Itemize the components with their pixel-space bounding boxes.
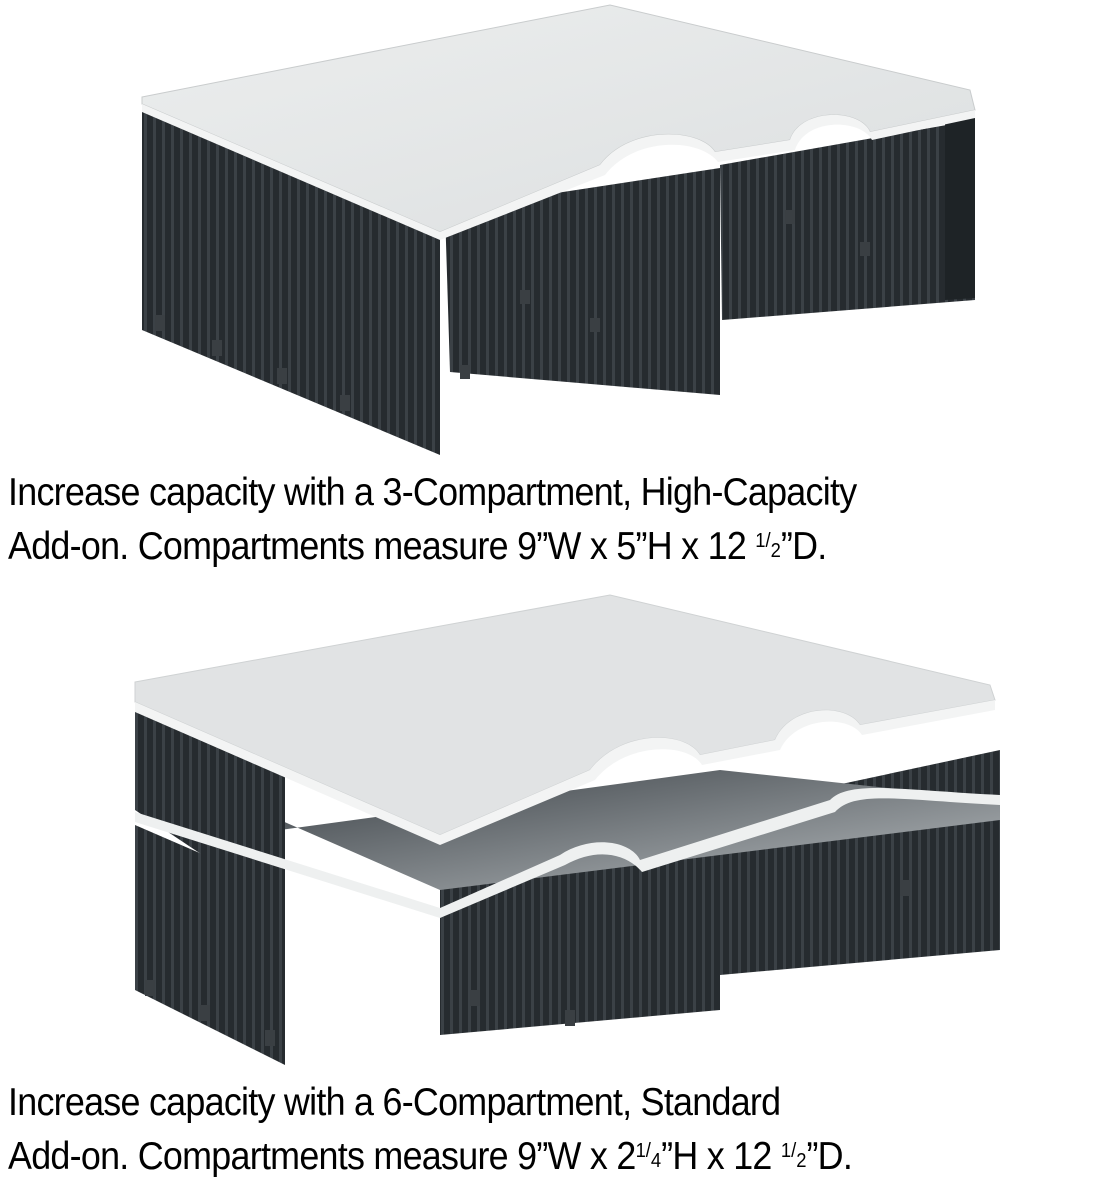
fraction-half: 1/2 xyxy=(780,1140,807,1172)
caption-6-compartment: Increase capacity with a 6-Compartment, … xyxy=(8,1078,1029,1186)
caption-line-2: Add-on. Compartments measure 9”W x 5”H x… xyxy=(8,525,827,568)
product-image-6-compartment xyxy=(0,590,1118,1070)
caption-3-compartment: Increase capacity with a 3-Compartment, … xyxy=(8,468,1029,576)
organizer-3-compartment-illustration xyxy=(141,4,976,455)
caption-line-1: Increase capacity with a 6-Compartment, … xyxy=(8,1081,781,1124)
fraction-half: 1/2 xyxy=(755,530,781,562)
fraction-quarter: 1/4 xyxy=(635,1140,662,1172)
organizer-6-compartment-illustration xyxy=(134,594,1000,1065)
caption-line-1: Increase capacity with a 3-Compartment, … xyxy=(8,471,857,514)
caption-line-2: Add-on. Compartments measure 9”W x 21/4”… xyxy=(8,1135,853,1178)
product-image-3-compartment xyxy=(0,0,1118,460)
